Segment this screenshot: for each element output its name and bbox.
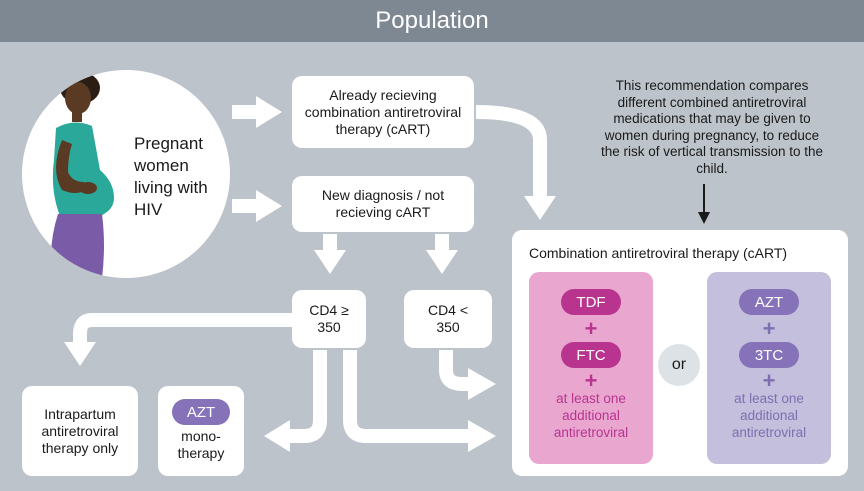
population-title: Population	[375, 7, 489, 34]
plus-sign: +	[762, 368, 776, 393]
cart-title: Combination antiretroviral therapy (cART…	[529, 245, 788, 261]
additional-antiretroviral-text: at least one additional antiretroviral	[731, 391, 807, 440]
arrow-cd4-high-to-cart	[343, 350, 470, 443]
arrowhead-cart-middle	[468, 368, 496, 400]
intrapartum-text: Intrapartum antiretroviral therapy only	[41, 405, 119, 456]
additional-antiretroviral-text: at least one additional antiretroviral	[553, 391, 629, 440]
cd4-high-text: CD4 ≥ 350	[309, 302, 349, 335]
cd4-high-box: CD4 ≥ 350	[292, 290, 366, 348]
3tc-pill: 3TC	[739, 342, 799, 368]
ftc-pill: FTC	[561, 342, 621, 368]
plus-sign: +	[584, 368, 598, 393]
already-receiving-text: Already recieving combination antiretrov…	[304, 86, 462, 137]
arrowhead-cd4-high	[314, 250, 346, 274]
arrow-cd4-to-azt	[286, 350, 327, 443]
azt-pill: AZT	[739, 289, 799, 315]
population-label: Pregnant women living with HIV	[134, 134, 208, 219]
tdf-pill: TDF	[561, 289, 621, 315]
or-circle: or	[658, 344, 700, 386]
new-diagnosis-box: New diagnosis / not recieving cART	[292, 176, 474, 232]
cd4-low-box: CD4 < 350	[404, 290, 492, 348]
new-diagnosis-text: New diagnosis / not recieving cART	[321, 187, 445, 220]
regimen-azt-3tc: AZT + 3TC + at least one additional anti…	[707, 272, 831, 464]
azt-mono-text: mono- therapy	[177, 428, 225, 461]
arrow-cd4-to-intrapartum	[73, 313, 296, 344]
arrowhead-cart-top	[524, 196, 556, 220]
intrapartum-box: Intrapartum antiretroviral therapy only	[22, 386, 138, 476]
already-receiving-box: Already recieving combination antiretrov…	[292, 76, 474, 148]
regimen-tdf-ftc: TDF + FTC + at least one additional anti…	[529, 272, 653, 464]
arrowhead-azt	[264, 420, 290, 452]
header-bar: Population	[0, 0, 864, 42]
arrowhead-new	[256, 190, 282, 222]
plus-sign: +	[584, 316, 598, 341]
azt-mono-pill: AZT	[172, 399, 230, 425]
plus-sign: +	[762, 316, 776, 341]
arrowhead-intrapartum	[64, 342, 96, 366]
arrowhead-cart-bottom	[468, 420, 496, 452]
note-arrowhead	[698, 212, 710, 224]
cd4-low-text: CD4 < 350	[427, 302, 469, 335]
arrow-cd4-low-to-cart	[439, 350, 470, 391]
arrowhead-already	[256, 96, 282, 128]
recommendation-note: This recommendation compares different c…	[600, 78, 824, 176]
arrowhead-cd4-low	[426, 250, 458, 274]
arrow-already-to-cart	[475, 105, 547, 202]
